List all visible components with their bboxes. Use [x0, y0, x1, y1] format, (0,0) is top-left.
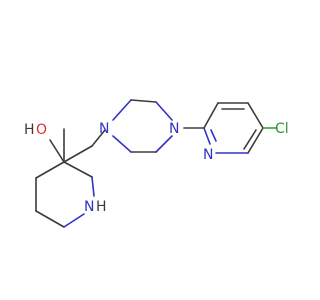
- piperidine-n-label: N: [84, 199, 94, 215]
- bond-py-c5-c6-double: [243, 129, 257, 150]
- piperidine-ring: [35, 128, 95, 228]
- chlorine-label: Cl: [275, 121, 289, 137]
- piperazine-n2-label: N: [169, 121, 179, 137]
- bond-nh-c2: [91, 176, 95, 197]
- bond-py-c4-c5: [247, 102, 264, 129]
- bond-c6-c1: [35, 210, 65, 228]
- bond-n2-c: [155, 135, 173, 153]
- bond-py-c2-c3: [203, 102, 219, 129]
- bond-py-n-c2: [203, 127, 211, 145]
- pyridine-ring: [203, 102, 264, 154]
- bond-py-n-c2-double: [210, 129, 217, 142]
- piperazine-n1-label: N: [99, 121, 109, 137]
- piperazine-ring: [112, 99, 173, 153]
- bond-c-n1: [112, 135, 132, 153]
- bond-py-c5-c6: [247, 127, 264, 154]
- bond-c4-c5: [35, 161, 65, 179]
- bond-c-n2: [155, 101, 173, 121]
- bond-c-oh: [49, 139, 65, 163]
- bond-c-ch2: [63, 145, 93, 163]
- bond-n1-c: [112, 99, 132, 121]
- bond-ch2-n: [91, 129, 106, 147]
- molecule-diagram: H O N H N N N Cl: [24, 99, 289, 228]
- bond-c-c: [130, 99, 157, 103]
- hydroxyl-h-label: H: [24, 122, 35, 138]
- bond-c1-nh: [63, 213, 85, 228]
- hydroxyl-o-label: O: [36, 122, 47, 138]
- piperidine-h-label: H: [96, 199, 107, 215]
- bond-c2-c3: [63, 161, 93, 178]
- pyridine-n-label: N: [203, 147, 213, 163]
